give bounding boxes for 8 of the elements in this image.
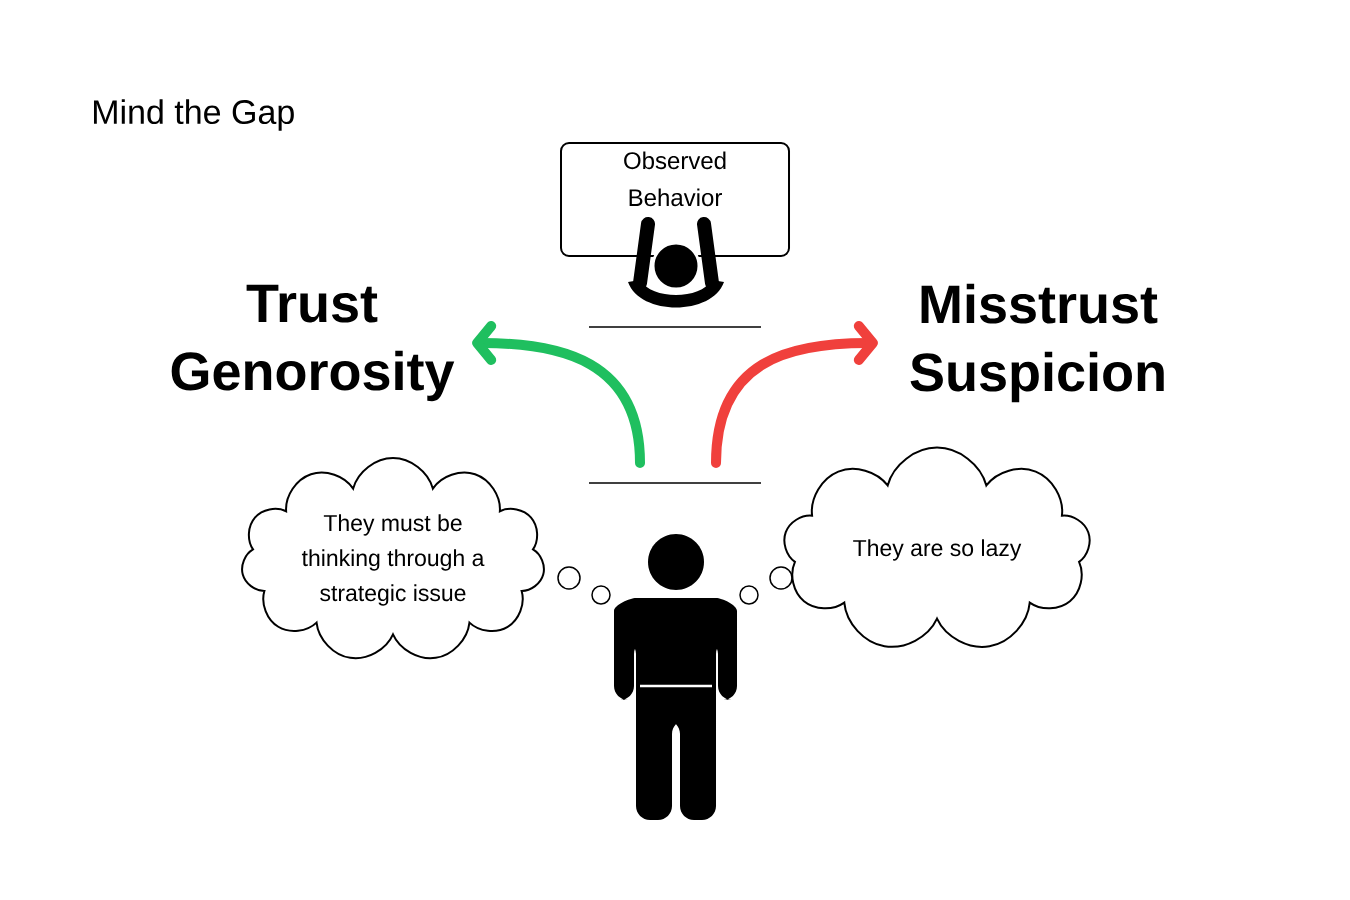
arrow [472,321,645,468]
heading-text: Trust Genorosity [152,284,472,402]
heading-text: Misstrust Suspicion [878,283,1198,403]
title: Mind the Gap [94,99,294,131]
arrow [711,321,878,468]
thought-cloud: They are so lazy [783,446,1091,648]
thought-cloud: They must be thinking through a strategic issue [241,457,545,660]
board-box: Observed Behavior [560,142,790,257]
